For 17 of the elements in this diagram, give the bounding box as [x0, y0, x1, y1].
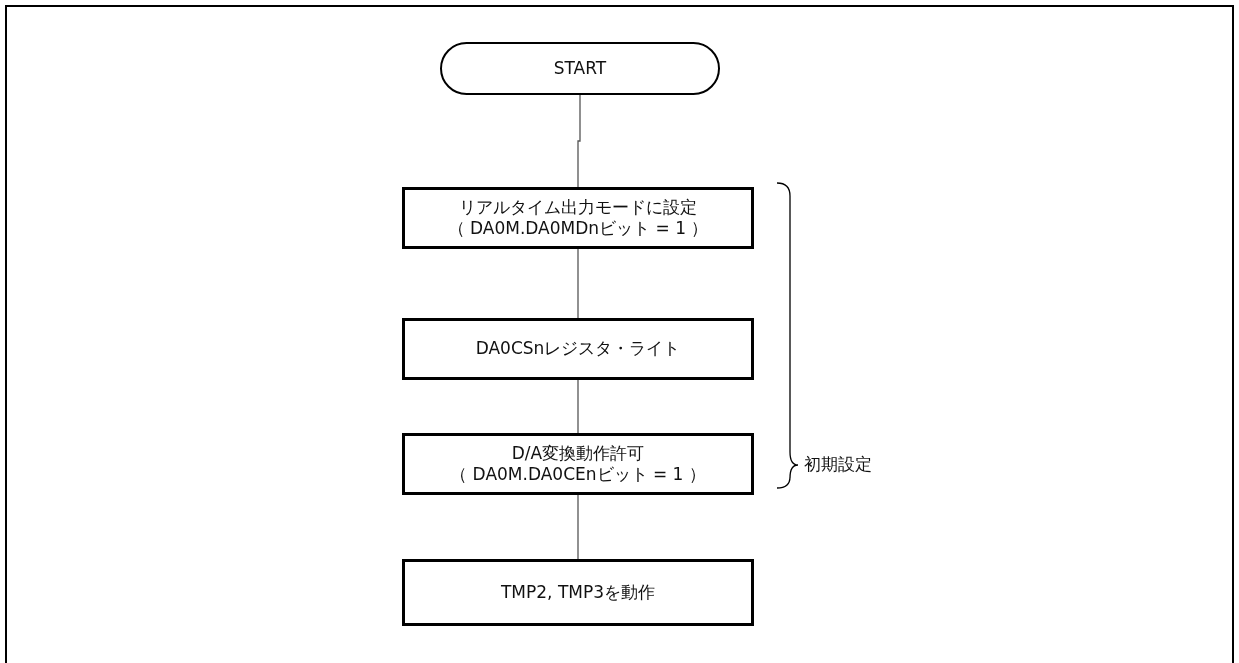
- connector-line: [577, 494, 579, 560]
- node-text: （ DA0M.DA0CEnビット = 1 ）: [450, 464, 706, 486]
- connector-line: [577, 379, 579, 434]
- node-text: TMP2, TMP3を動作: [500, 581, 655, 604]
- process-box: [402, 187, 754, 249]
- node-text: リアルタイム出力モードに設定: [459, 196, 697, 218]
- terminal-shape: [440, 42, 720, 95]
- node-text: START: [553, 57, 607, 80]
- process-box: [402, 318, 754, 380]
- node-text: D/A変換動作許可: [511, 442, 645, 464]
- brace-label: 初期設定: [804, 453, 872, 476]
- node-text: DA0CSnレジスタ・ライト: [475, 338, 681, 360]
- connector-line: [577, 94, 581, 188]
- process-box: [402, 433, 754, 495]
- node-text: （ DA0M.DA0MDnビット = 1 ）: [447, 218, 709, 240]
- process-box: [402, 559, 754, 626]
- connector-line: [577, 248, 579, 319]
